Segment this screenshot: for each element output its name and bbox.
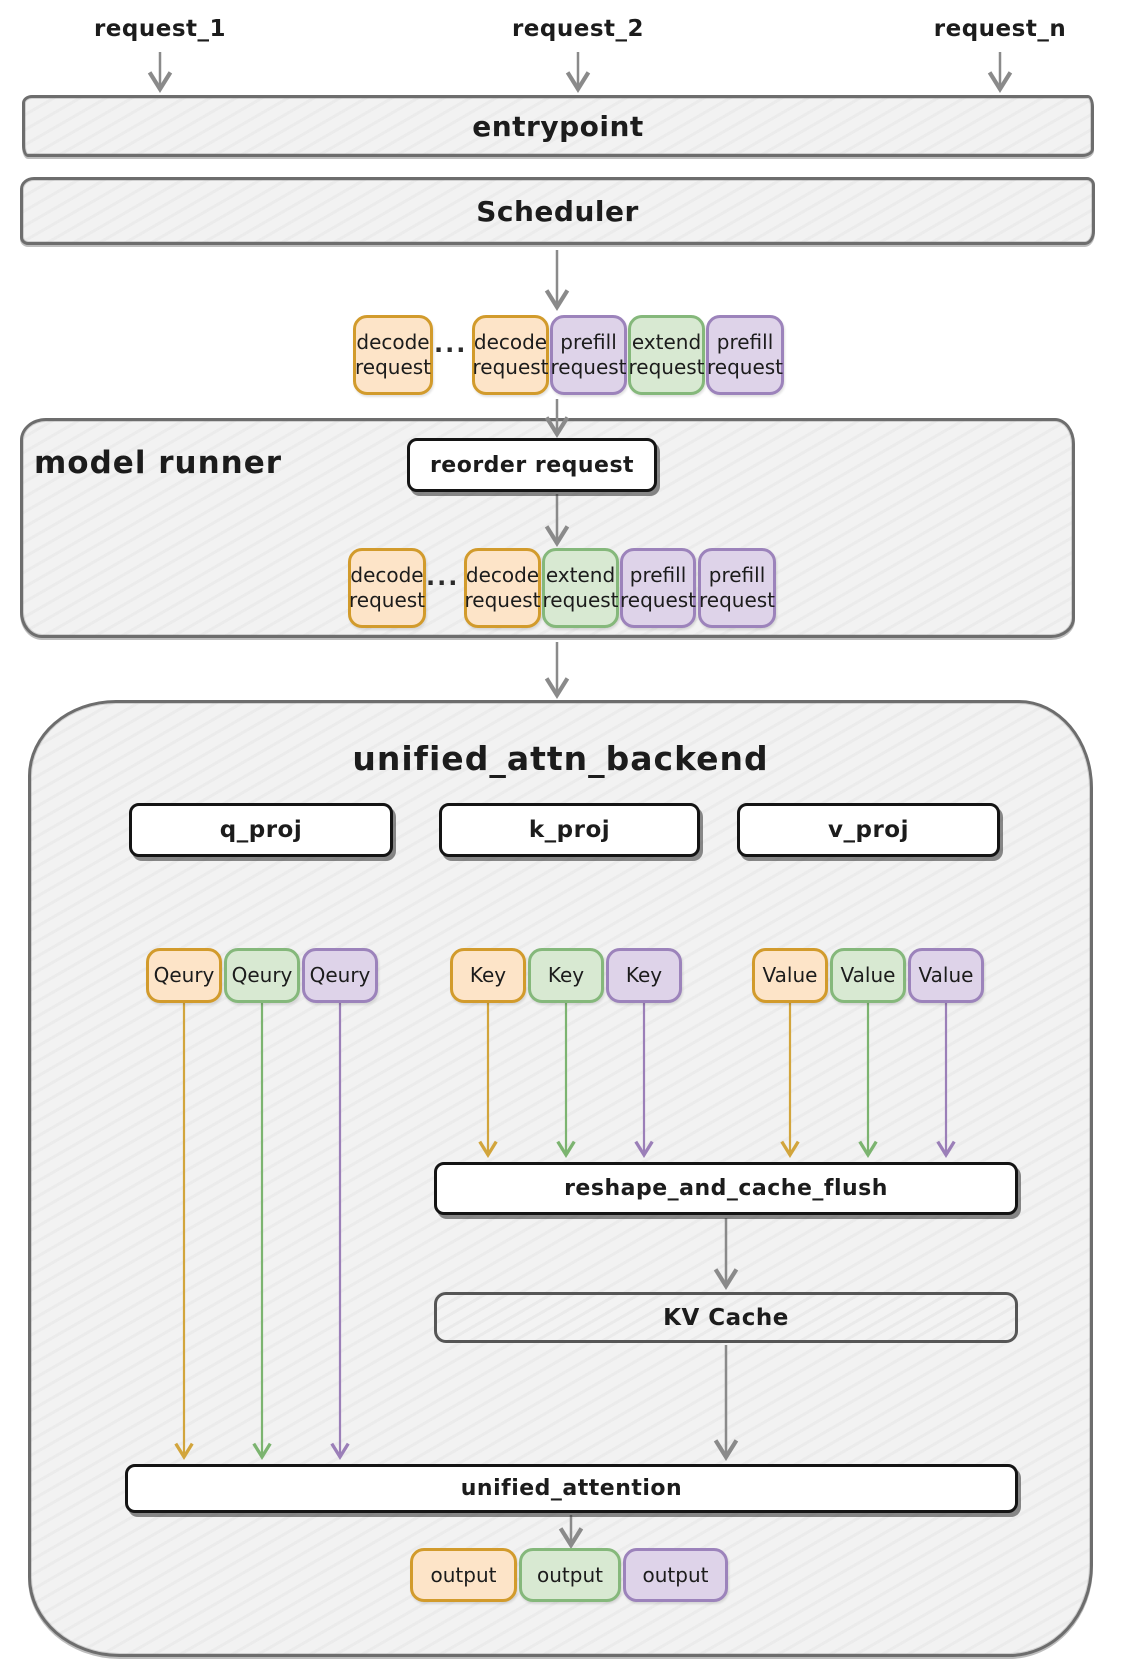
batch-chip-decode: decode request <box>472 315 549 395</box>
output-chip: output <box>519 1548 621 1602</box>
request-1-label: request_1 <box>93 16 227 42</box>
value-chip: Value <box>752 948 828 1003</box>
scheduler-label: Scheduler <box>476 194 639 228</box>
batch-chip-extend: extend request <box>628 315 705 395</box>
kv-cache-box: KV Cache <box>434 1292 1018 1343</box>
key-chip: Key <box>528 948 604 1003</box>
scheduler-box <box>20 177 1095 245</box>
key-chip: Key <box>606 948 682 1003</box>
entrypoint-box <box>22 95 1094 157</box>
reordered-chip-prefill: prefill request <box>620 548 696 628</box>
request-2-label: request_2 <box>511 16 645 42</box>
output-chip: output <box>623 1548 728 1602</box>
value-chip: Value <box>908 948 984 1003</box>
unified-attn-backend-title: unified_attn_backend <box>352 738 769 778</box>
batch-chip-prefill: prefill request <box>550 315 627 395</box>
value-chip: Value <box>830 948 906 1003</box>
batch-chip-prefill: prefill request <box>706 315 784 395</box>
q-proj-box: q_proj <box>129 803 393 857</box>
v-proj-box: v_proj <box>737 803 1000 857</box>
batch-chip-decode: decode request <box>353 315 433 395</box>
reordered-chip-extend: extend request <box>542 548 619 628</box>
reorder-request-box: reorder request <box>407 438 657 492</box>
batch-ellipsis: ... <box>434 330 468 358</box>
k-proj-box: k_proj <box>439 803 700 857</box>
reordered-chip-decode: decode request <box>464 548 541 628</box>
reordered-chip-decode: decode request <box>348 548 426 628</box>
entrypoint-label: entrypoint <box>472 109 644 143</box>
output-chip: output <box>410 1548 517 1602</box>
reshape-and-cache-flush-box: reshape_and_cache_flush <box>434 1162 1018 1215</box>
query-chip: Qeury <box>224 948 300 1003</box>
model-runner-title: model runner <box>34 445 283 481</box>
reordered-chip-prefill: prefill request <box>698 548 776 628</box>
unified-attention-box: unified_attention <box>125 1464 1018 1513</box>
query-chip: Qeury <box>302 948 378 1003</box>
query-chip: Qeury <box>146 948 222 1003</box>
request-n-label: request_n <box>933 16 1067 42</box>
key-chip: Key <box>450 948 526 1003</box>
reordered-ellipsis: ... <box>426 563 460 591</box>
